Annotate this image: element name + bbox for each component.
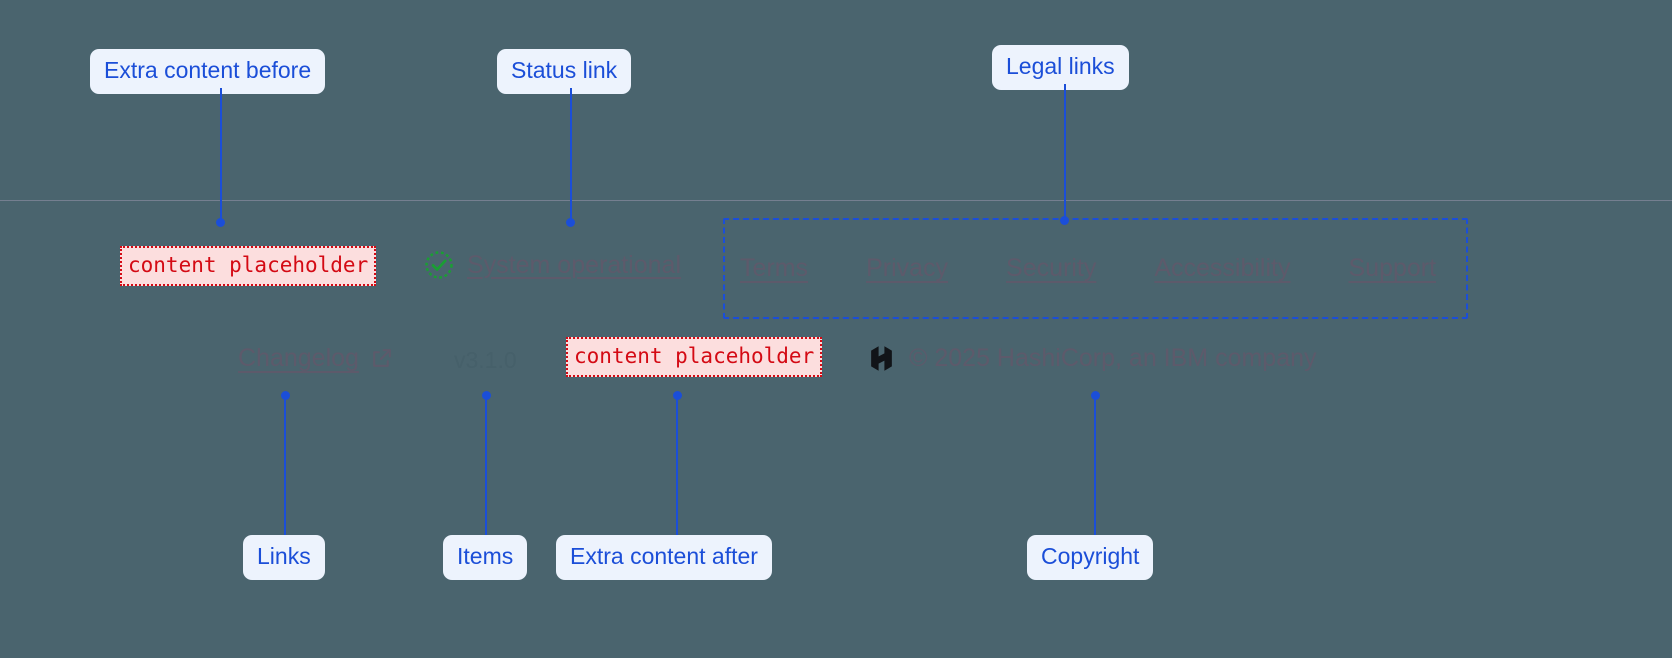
footer-slot-after: content placeholder [566,337,823,378]
leader-dot-extra-before [216,218,225,227]
content-placeholder-before: content placeholder [120,246,377,287]
legal-link-privacy[interactable]: Privacy [866,254,949,282]
leader-dot-status [566,218,575,227]
annotation-status-link: Status link [497,49,632,94]
leader-dot-extra-after [673,391,682,400]
legal-link-terms[interactable]: Terms [740,254,809,282]
legal-link-security[interactable]: Security [1006,254,1097,282]
copyright-text: © 2025 HashiCorp, an IBM company [909,344,1317,372]
legal-link-accessibility[interactable]: Accessibility [1154,254,1291,282]
annotation-links: Links [243,535,325,580]
annotation-extra-content-after: Extra content after [556,535,772,580]
leader-dot-items [482,391,491,400]
footer-version: v3.1.0 [454,347,517,374]
leader-dot-copyright [1091,391,1100,400]
footer-status-link[interactable]: System operational [424,250,681,280]
check-circle-icon [424,250,454,280]
leader-line-status [570,88,572,222]
hashicorp-logo [868,344,895,373]
changelog-link[interactable]: Changelog [238,344,394,373]
annotation-extra-content-before: Extra content before [90,49,326,94]
leader-line-extra-before [220,88,222,222]
footer-copyright: © 2025 HashiCorp, an IBM company [868,344,1317,373]
leader-line-extra-after [676,396,678,535]
footer-slot-before: content placeholder [120,246,377,287]
version-label: v3.1.0 [454,347,517,373]
leader-line-legal [1064,84,1066,220]
status-link-label: System operational [467,250,682,279]
annotation-items: Items [443,535,528,580]
status-link-wrapper[interactable]: System operational [424,250,681,280]
footer-changelog[interactable]: Changelog [238,344,394,373]
annotation-legal-links: Legal links [992,45,1129,90]
annotation-copyright: Copyright [1027,535,1154,580]
copyright-wrapper: © 2025 HashiCorp, an IBM company [868,344,1317,373]
legal-links-highlight-box [723,218,1468,319]
changelog-label: Changelog [238,344,359,372]
legal-link-support[interactable]: Support [1348,254,1437,282]
leader-dot-legal [1060,216,1069,225]
leader-line-items [485,396,487,535]
legal-links-list: Terms Privacy Security Accessibility Sup… [740,254,1436,283]
content-placeholder-after: content placeholder [566,337,823,378]
external-link-icon [369,346,394,371]
section-divider [0,200,1672,201]
leader-line-copyright [1094,396,1096,535]
leader-line-links [284,396,286,535]
leader-dot-links [281,391,290,400]
